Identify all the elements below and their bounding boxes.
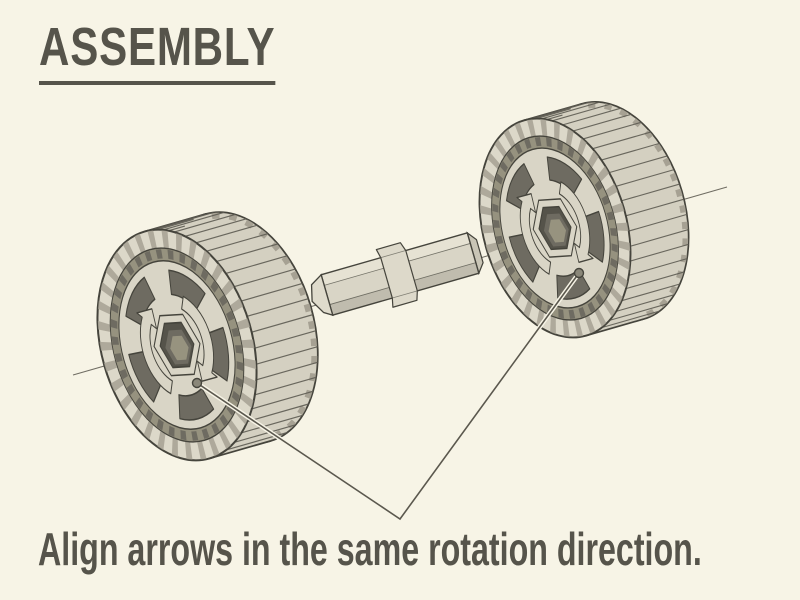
left-timing-wheel [96, 211, 319, 462]
rotation-arrow-icon [516, 193, 552, 275]
callout-leader [196, 272, 580, 521]
spoke-cutout [178, 387, 215, 421]
spoke-cutout [546, 156, 583, 196]
instruction-caption: Align arrows in the same rotation direct… [38, 523, 702, 575]
rotation-arrow-icon [558, 181, 594, 263]
hex-shaft [310, 231, 484, 317]
callout-point-right [573, 267, 585, 279]
page-title: ASSEMBLY [39, 17, 276, 86]
spoke-cutout [168, 269, 206, 311]
rotation-arrow-icon [181, 295, 218, 382]
shaft-end-face [310, 273, 334, 317]
callout-point-left [191, 377, 203, 389]
right-timing-wheel [478, 101, 690, 339]
rotation-arrow-icon [136, 308, 173, 395]
